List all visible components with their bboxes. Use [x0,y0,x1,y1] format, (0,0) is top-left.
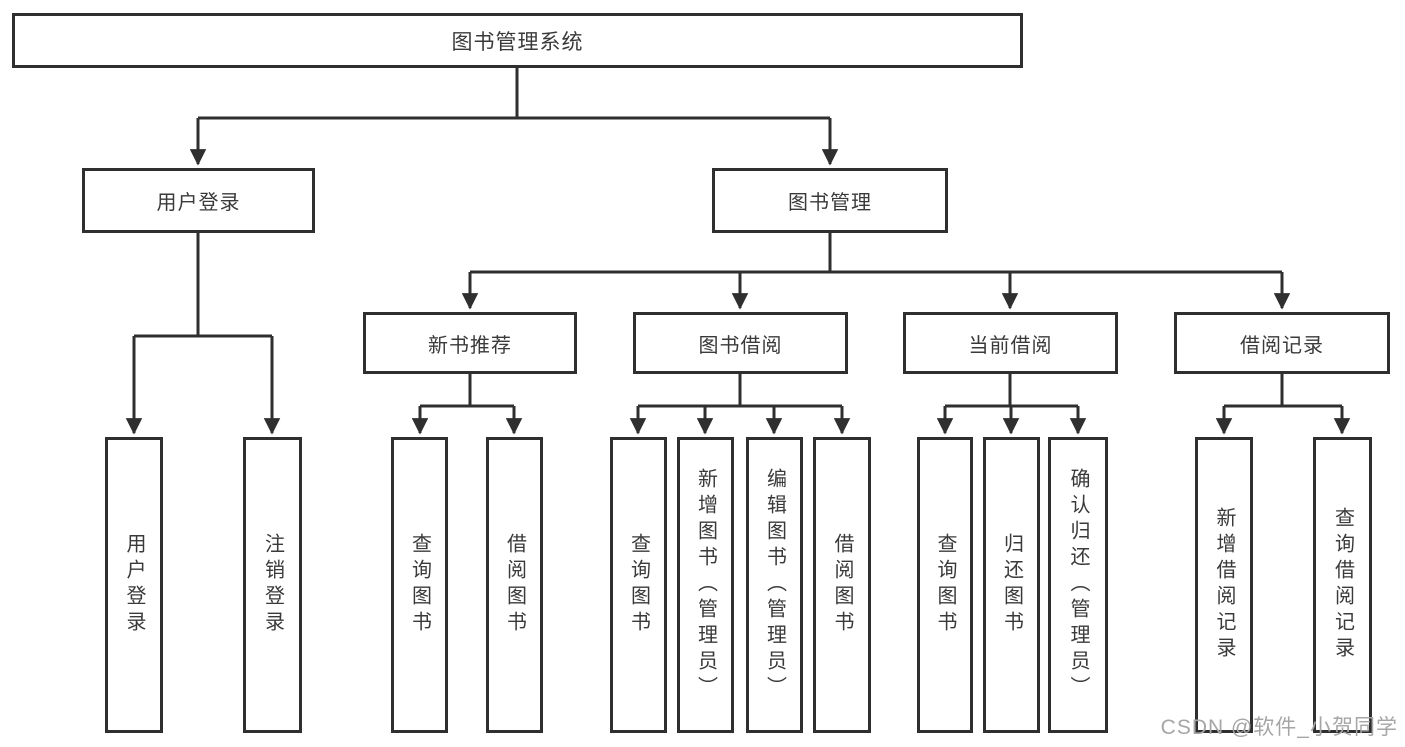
node-label: 借阅记录 [1240,334,1324,357]
node-label: 查询图书 [934,533,956,637]
node-bb-edit: 编辑图书（管理员） [746,437,803,733]
node-leaf-user-login: 用户登录 [105,437,163,733]
node-book-borrow: 图书借阅 [633,312,848,374]
node-cb-confirm: 确认归还（管理员） [1048,437,1108,733]
node-cb-query: 查询图书 [917,437,973,733]
node-br-add: 新增借阅记录 [1195,437,1253,733]
node-user-login: 用户登录 [82,168,315,233]
node-br-query: 查询借阅记录 [1313,437,1372,733]
node-root: 图书管理系统 [12,13,1023,68]
node-label: 图书借阅 [698,334,783,357]
node-label: 查询借阅记录 [1331,507,1354,663]
node-current-borrow: 当前借阅 [903,312,1118,374]
node-nbr-borrow: 借阅图书 [486,437,543,733]
node-label: 注销登录 [261,533,284,637]
node-book-mgmt: 图书管理 [712,168,948,233]
node-bb-query: 查询图书 [610,437,667,733]
node-bb-add: 新增图书（管理员） [677,437,734,733]
node-cb-return: 归还图书 [983,437,1040,733]
node-label: 查询图书 [408,533,431,637]
node-label: 用户登录 [156,192,241,214]
node-label: 新增借阅记录 [1213,507,1235,663]
node-bb-borrow: 借阅图书 [813,437,871,733]
node-borrow-record: 借阅记录 [1174,312,1390,374]
node-label: 新书推荐 [428,334,512,357]
node-label: 确认归还（管理员） [1067,468,1089,702]
node-label: 借阅图书 [503,533,526,637]
node-label: 归还图书 [1000,533,1023,637]
node-label: 新增图书（管理员） [694,468,717,702]
node-new-book-rec: 新书推荐 [363,312,577,374]
watermark: CSDN @软件_小贺同学 [1160,716,1398,739]
node-label: 用户登录 [123,533,145,637]
node-nbr-query: 查询图书 [391,437,448,733]
node-label: 当前借阅 [968,334,1053,357]
node-label: 编辑图书（管理员） [763,468,786,702]
node-label: 借阅图书 [831,533,853,637]
node-label: 查询图书 [627,533,650,637]
node-leaf-logout: 注销登录 [243,437,302,733]
node-label: 图书管理系统 [451,30,584,54]
node-label: 图书管理 [788,192,872,214]
